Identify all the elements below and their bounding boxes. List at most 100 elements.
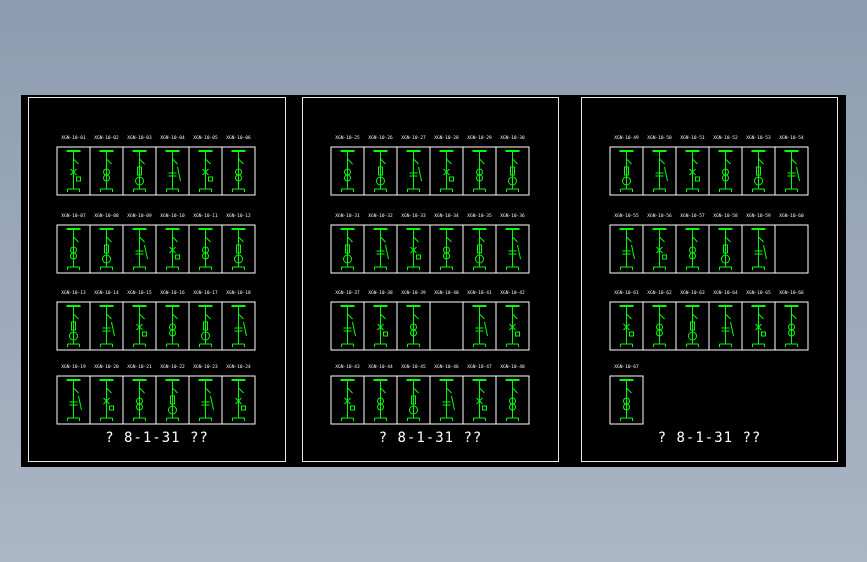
cabinet-label: XGN-10-08 [94, 213, 119, 219]
cabinet-schematic-symbol [406, 228, 421, 270]
cabinet-label: XGN-10-21 [127, 364, 152, 370]
cabinet-label: XGN-10-03 [127, 135, 152, 141]
cabinet-label: XGN-10-15 [127, 290, 152, 296]
cabinet-label: XGN-10-19 [61, 364, 86, 370]
cabinet-label: XGN-10-06 [226, 135, 251, 141]
cabinet-schematic-symbol [619, 150, 634, 192]
cabinet-schematic-symbol [66, 379, 82, 421]
cabinet-schematic-symbol [231, 379, 246, 421]
cabinet-schematic-symbol [66, 305, 81, 347]
cabinet-label: XGN-10-44 [368, 364, 393, 370]
cabinet-label: XGN-10-61 [614, 290, 639, 296]
cabinet-schematic-symbol [685, 228, 700, 270]
cabinet-label: XGN-10-54 [779, 135, 804, 141]
cabinet-schematic-symbol [685, 305, 700, 347]
cabinet-label: XGN-10-59 [746, 213, 771, 219]
cabinet-label: XGN-10-27 [401, 135, 426, 141]
cabinet-label: XGN-10-07 [61, 213, 86, 219]
cabinet-label: XGN-10-22 [160, 364, 185, 370]
cabinet-schematic-symbol [165, 150, 181, 192]
cabinet-label: XGN-10-04 [160, 135, 185, 141]
cabinet-label: XGN-10-35 [467, 213, 492, 219]
cabinet-schematic-symbol [231, 305, 247, 347]
cabinet-schematic-symbol [165, 228, 180, 270]
cabinet-label: XGN-10-16 [160, 290, 185, 296]
cabinet-label: XGN-10-56 [647, 213, 672, 219]
cabinet-schematic-symbol [231, 228, 246, 270]
cabinet-label: XGN-10-12 [226, 213, 251, 219]
cabinet-schematic-symbol [505, 379, 520, 421]
cabinet-label: XGN-10-13 [61, 290, 86, 296]
cabinet-label: XGN-10-58 [713, 213, 738, 219]
cabinet-label: XGN-10-37 [335, 290, 360, 296]
cabinet-label: XGN-10-10 [160, 213, 185, 219]
cabinet-label: XGN-10-53 [746, 135, 771, 141]
cabinet-label: XGN-10-49 [614, 135, 639, 141]
cabinet-schematic-symbol [231, 150, 246, 192]
cabinet-schematic-symbol [751, 228, 767, 270]
cabinet-schematic-symbol [472, 305, 488, 347]
cabinet-label: XGN-10-47 [467, 364, 492, 370]
cabinet-schematic-symbol [340, 228, 355, 270]
cabinet-label: XGN-10-05 [193, 135, 218, 141]
cabinet-label: XGN-10-01 [61, 135, 86, 141]
cabinet-schematic-symbol [406, 379, 421, 421]
cabinet-label: XGN-10-29 [467, 135, 492, 141]
cabinet-schematic-symbol [165, 305, 180, 347]
cabinet-schematic-symbol [439, 150, 454, 192]
cabinet-label: XGN-10-30 [500, 135, 525, 141]
cabinet-label: XGN-10-25 [335, 135, 360, 141]
cabinet-schematic-symbol [66, 150, 81, 192]
cabinet-schematic-symbol [198, 228, 213, 270]
cabinet-label: XGN-10-55 [614, 213, 639, 219]
cabinet-label: XGN-10-64 [713, 290, 738, 296]
cabinet-schematic-symbol [619, 379, 634, 421]
cabinet-schematic-symbol [198, 379, 214, 421]
cabinet-label: XGN-10-62 [647, 290, 672, 296]
cabinet-label: XGN-10-40 [434, 290, 459, 296]
cabinet-schematic-symbol [619, 305, 634, 347]
cabinet-label: XGN-10-60 [779, 213, 804, 219]
sheet-2-title: ? 8-1-31 ?? [378, 430, 483, 446]
cabinet-schematic-symbol [99, 150, 114, 192]
cabinet-label: XGN-10-48 [500, 364, 525, 370]
cabinet-label: XGN-10-31 [335, 213, 360, 219]
cabinet-schematic-symbol [406, 150, 422, 192]
cabinet-schematic-symbol [132, 228, 148, 270]
sheet-3-title: ? 8-1-31 ?? [657, 430, 762, 446]
cabinet-label: XGN-10-23 [193, 364, 218, 370]
cabinet-label: XGN-10-36 [500, 213, 525, 219]
cabinet-label: XGN-10-46 [434, 364, 459, 370]
cabinet-label: XGN-10-39 [401, 290, 426, 296]
cabinet-schematic-symbol [652, 305, 667, 347]
cabinet-schematic-symbol [784, 305, 799, 347]
cabinet-label: XGN-10-51 [680, 135, 705, 141]
cabinet-label: XGN-10-41 [467, 290, 492, 296]
cabinet-schematic-symbol [718, 228, 733, 270]
cabinet-schematic-symbol [505, 228, 521, 270]
schematic-row: XGN-10-67 [609, 364, 644, 425]
cabinet-schematic-symbol [784, 150, 800, 192]
cabinet-schematic-symbol [652, 150, 668, 192]
cabinet-label: XGN-10-63 [680, 290, 705, 296]
cabinet-schematic-symbol [373, 379, 388, 421]
cabinet-schematic-symbol [439, 228, 454, 270]
cabinet-schematic-symbol [718, 305, 734, 347]
cabinet-schematic-symbol [165, 379, 180, 421]
cabinet-schematic-symbol [505, 150, 520, 192]
cabinet-schematic-symbol [132, 305, 147, 347]
cabinet-schematic-symbol [198, 305, 213, 347]
cabinet-label: XGN-10-32 [368, 213, 393, 219]
